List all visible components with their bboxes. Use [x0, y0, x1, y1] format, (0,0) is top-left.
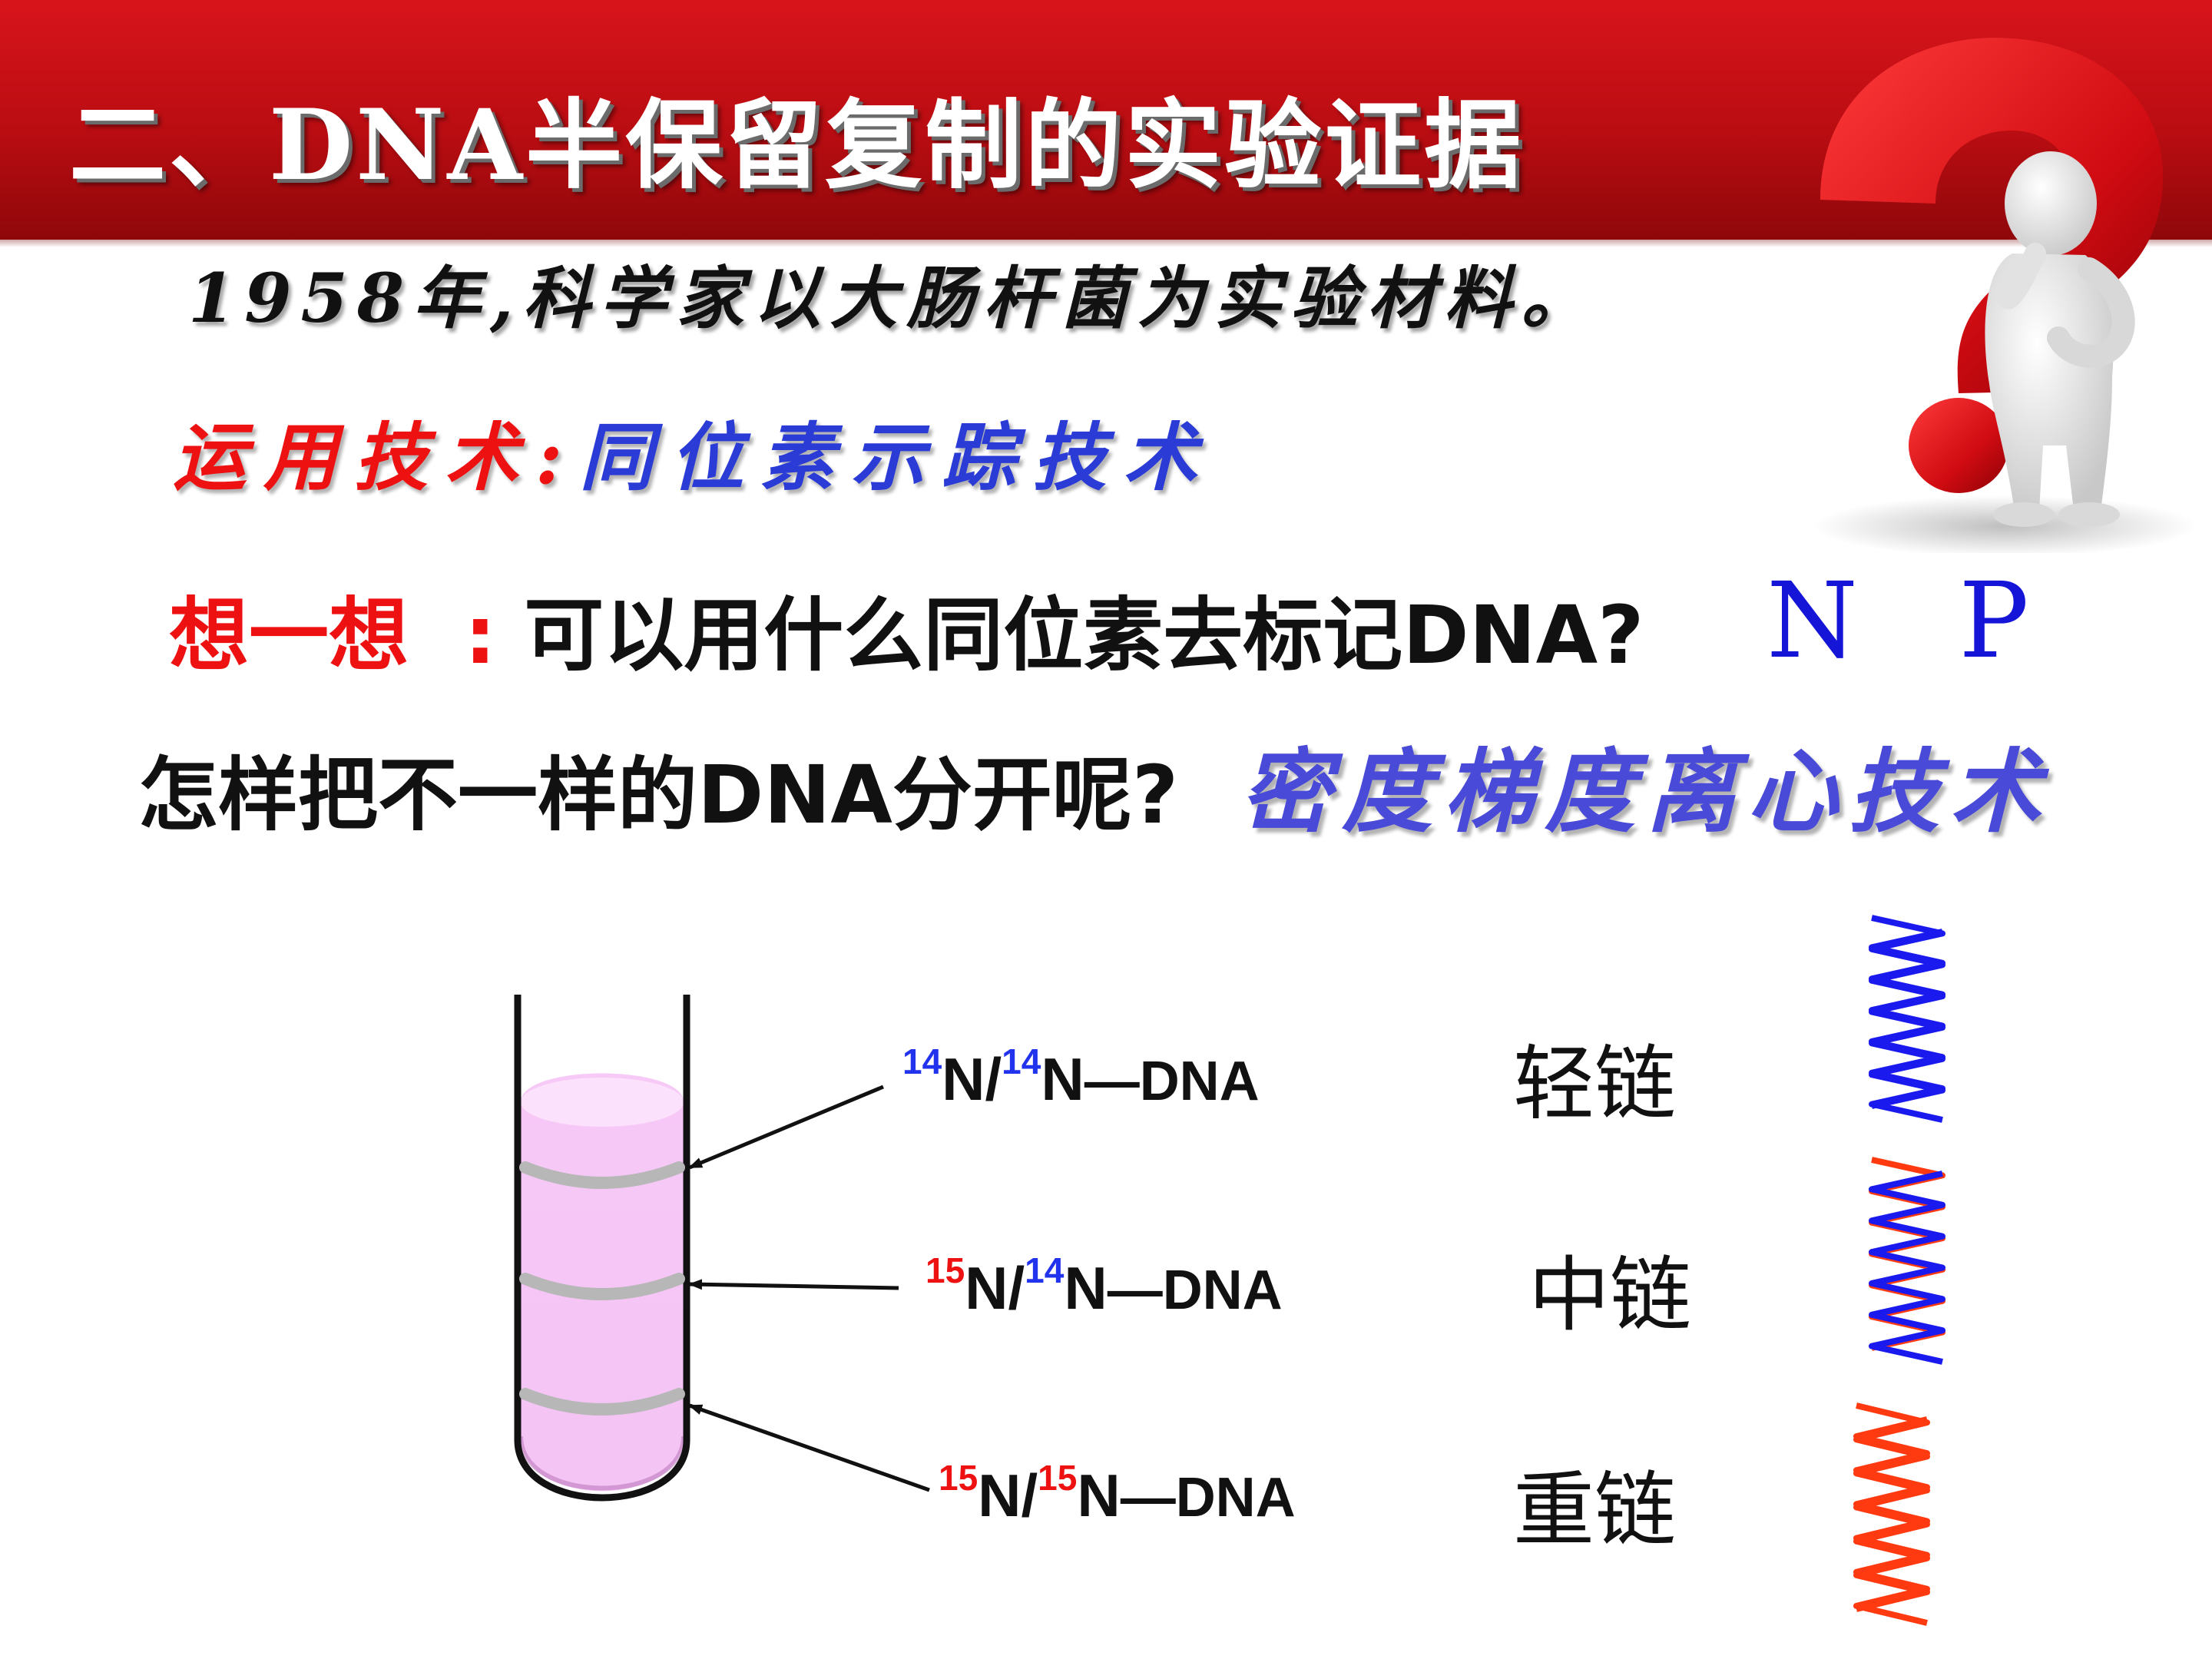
dna-label: —DNA	[1084, 1051, 1260, 1112]
band-label-hybrid: 15N/14N—DNA	[926, 1253, 1283, 1323]
dna-strand	[1869, 915, 1945, 1109]
dna-strand	[1869, 1157, 1945, 1351]
question2-answer: 密度梯度离心技术	[1240, 738, 2052, 845]
arrow-hybrid	[688, 1279, 899, 1290]
nitrogen-label: N	[1064, 1254, 1108, 1322]
band-hybrid	[519, 1273, 685, 1300]
question1-answer: N P	[1767, 561, 2063, 682]
intro-text: 1958年,科学家以大肠杆菌为实验材料。	[188, 258, 1598, 338]
dna-strand	[1869, 929, 1945, 1123]
chain-label-hybrid: 中链	[1528, 1248, 1691, 1343]
nitrogen-label: N/	[942, 1045, 1002, 1113]
helix-hybrid-icon	[1869, 1157, 1945, 1365]
nitrogen-label: N	[1077, 1462, 1121, 1529]
isotope-sup: 15	[939, 1458, 979, 1498]
band-light	[519, 1161, 685, 1189]
question1-separator: :	[464, 588, 497, 682]
chain-label-heavy: 重链	[1513, 1463, 1676, 1558]
band-heavy	[519, 1388, 685, 1416]
chain-label-light: 轻链	[1513, 1037, 1676, 1131]
dna-label: —DNA	[1107, 1260, 1283, 1321]
helix-light-icon	[1869, 915, 1945, 1123]
question1-text: 可以用什么同位素去标记DNA?	[524, 588, 1644, 682]
dna-label: —DNA	[1120, 1467, 1296, 1528]
dna-strand	[1853, 1416, 1930, 1626]
question-mark-figure-icon	[1813, 38, 2197, 553]
isotope-sup: 14	[902, 1041, 942, 1081]
question1-prompt: 想一想	[169, 588, 409, 682]
centrifuge-tube	[514, 995, 690, 1502]
band-label-heavy: 15N/15N—DNA	[939, 1458, 1296, 1531]
technique-line: 运用技术:同位素示踪技术	[173, 398, 1214, 505]
helix-heavy-icon	[1853, 1402, 1930, 1626]
isotope-sup: 15	[1038, 1458, 1078, 1498]
technique-value: 同位素示踪技术	[579, 414, 1214, 501]
isotope-sup: 15	[926, 1250, 965, 1290]
dna-strand	[1853, 1402, 1930, 1612]
isotope-sup: 14	[1002, 1041, 1041, 1081]
nitrogen-label: N/	[978, 1462, 1038, 1529]
nitrogen-label: N/	[965, 1254, 1025, 1322]
technique-label: 运用技术:	[173, 414, 580, 501]
question1-line: 想一想 : 可以用什么同位素去标记DNA?	[169, 570, 1644, 686]
band-label-light: 14N/14N—DNA	[902, 1044, 1260, 1114]
isotope-sup: 14	[1025, 1250, 1065, 1290]
arrow-light	[688, 1084, 884, 1170]
nitrogen-label: N	[1041, 1045, 1084, 1113]
question2-text: 怎样把不一样的DNA分开呢?	[138, 748, 1179, 842]
dna-strand	[1869, 1171, 1945, 1365]
slide-title: 二、DNA半保留复制的实验证据	[69, 88, 1525, 202]
arrow-heavy	[688, 1403, 930, 1492]
